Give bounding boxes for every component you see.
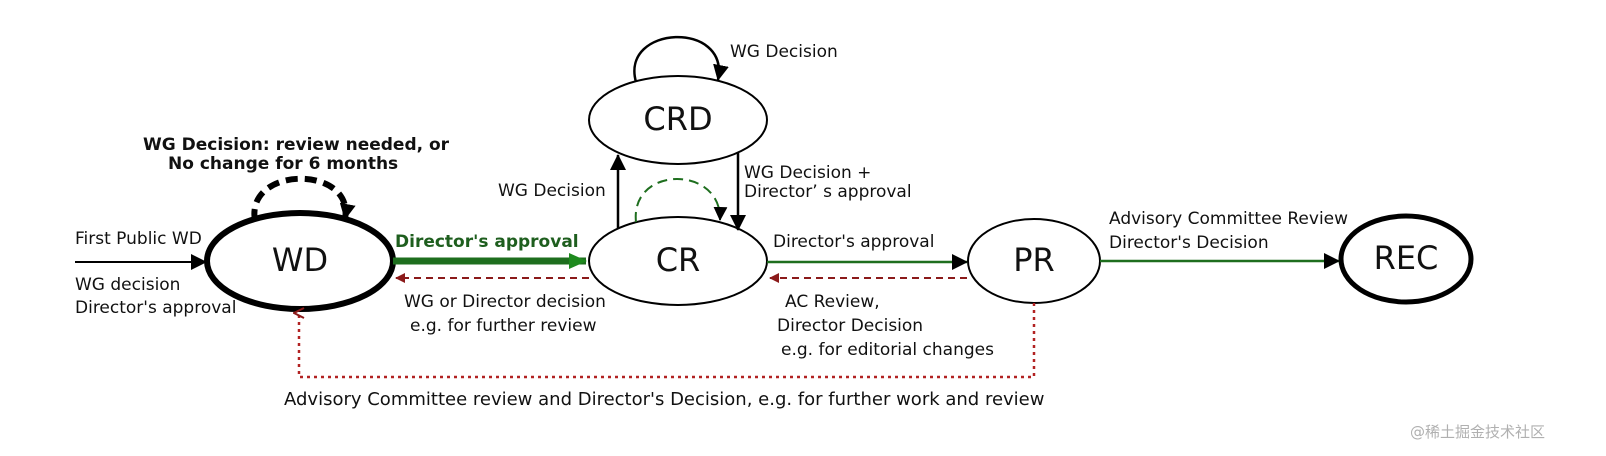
pr-node-label: PR (1013, 241, 1055, 279)
first-public-wd-label: First Public WD (75, 229, 202, 249)
wd-to-cr-label: Director's approval (395, 232, 579, 252)
cr-to-wd-label-line2: e.g. for further review (410, 316, 597, 336)
wd-loop-label-line1: WG Decision: review needed, or (143, 135, 450, 155)
crd-to-cr-label-line2: Director’ s approval (744, 182, 912, 202)
pr-to-cr-label-line2: Director Decision (777, 316, 923, 336)
crd-loop-label: WG Decision (730, 42, 838, 62)
cr-to-wd-label-line1: WG or Director decision (404, 292, 606, 312)
pr-to-wd-label: Advisory Committee review and Director's… (284, 389, 1044, 410)
wg-decision-label: WG decision (75, 275, 180, 295)
pr-to-wd-arrow (299, 303, 1036, 379)
crd-node (588, 75, 768, 165)
wd-loop-label-line2: No change for 6 months (168, 154, 398, 174)
rec-node-label: REC (1374, 239, 1439, 277)
cr-self-loop-arrow (634, 178, 728, 223)
cr-node-label: CR (656, 241, 701, 279)
cr-to-crd-label: WG Decision (498, 181, 606, 201)
wd-node-label: WD (272, 241, 328, 279)
pr-to-rec-label-line1: Advisory Committee Review (1109, 209, 1348, 229)
pr-to-rec-label-line2: Director's Decision (1109, 233, 1269, 253)
crd-self-loop-arrow (633, 35, 729, 83)
cr-to-pr-label: Director's approval (773, 232, 934, 252)
watermark-text: @稀土掘金技术社区 (1410, 423, 1545, 441)
directors-approval-entry-label: Director's approval (75, 298, 236, 318)
crd-to-cr-label-line1: WG Decision + (744, 163, 871, 183)
wd-self-loop-arrow (251, 175, 356, 222)
pr-to-cr-label-line1: AC Review, (785, 292, 880, 312)
crd-node-label: CRD (643, 100, 712, 138)
rec-node (1338, 213, 1474, 305)
pr-to-cr-label-line3: e.g. for editorial changes (781, 340, 994, 360)
